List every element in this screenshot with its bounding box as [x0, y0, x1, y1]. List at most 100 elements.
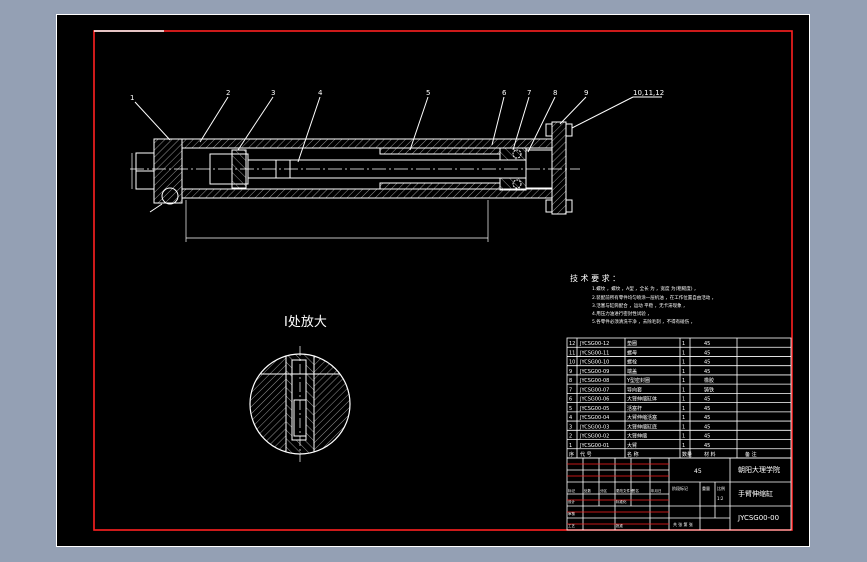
bom-cell-qty: 1 — [682, 406, 685, 412]
cylinder-assembly — [130, 96, 662, 242]
bom-cell-no: 3 — [569, 424, 572, 430]
bom-cell-no: 12 — [569, 341, 575, 347]
bom-cell-no: 8 — [569, 378, 572, 384]
std-label: 标准化 — [616, 499, 627, 504]
bom-cell-qty: 1 — [682, 387, 685, 393]
bom-header-no: 序 — [569, 451, 574, 458]
bom-cell-code: JYCSG00-10 — [579, 360, 609, 366]
role-process: 工艺 — [568, 523, 576, 528]
tech-line-3: 3.活塞与缸筒配合 ，运动 平稳 ，无卡滞现象 ， — [592, 302, 688, 309]
technical-requirements: 技 术 要 求 ： 1.螺纹 ，螺纹 ，A型 ，全长 为 ，宽度 为(粗糙度) … — [570, 273, 716, 325]
bom-cell-qty: 1 — [682, 378, 685, 384]
sign-signature: 签名 — [632, 488, 639, 493]
bom-cell-name: 垫圈 — [627, 340, 637, 347]
bom-cell-code: JYCSG00-01 — [579, 443, 609, 449]
bom-cell-code: JYCSG00-07 — [579, 387, 609, 393]
bom-cell-qty: 1 — [682, 397, 685, 403]
bom-cell-no: 1 — [569, 443, 572, 449]
role-review: 审核 — [568, 511, 576, 516]
bom-cell-code: JYCSG00-02 — [579, 434, 609, 440]
bom-cell-no: 6 — [569, 397, 572, 403]
bom-cell-code: JYCSG00-08 — [579, 378, 609, 384]
bom-cell-mat: 45 — [704, 434, 710, 440]
bom-cell-mat: 45 — [704, 341, 710, 347]
bom-cell-qty: 1 — [682, 350, 685, 356]
bom-cell-qty: 1 — [682, 415, 685, 421]
bom-cell-mat: 45 — [704, 369, 710, 375]
balloon-8: 8 — [553, 89, 557, 97]
bom-cell-name: 螺栓 — [627, 359, 637, 366]
bom-cell-code: JYCSG00-05 — [579, 406, 609, 412]
balloon-9: 9 — [584, 89, 588, 97]
sign-date: 年月日 — [651, 488, 662, 493]
bom-cell-qty: 1 — [682, 443, 685, 449]
bom-cell-qty: 1 — [682, 360, 685, 366]
approve-label: 批准 — [616, 523, 624, 528]
balloon-5: 5 — [426, 89, 430, 97]
title-block — [566, 457, 792, 531]
bom-cell-name: 导向套 — [627, 386, 642, 393]
weight-label: 重量 — [702, 485, 710, 491]
bom-cell-mat: 铸铁 — [704, 386, 714, 393]
bom-cell-name: 大臂 — [627, 442, 637, 449]
stage-label: 阶段标记 — [672, 485, 688, 491]
bom-cell-no: 9 — [569, 369, 572, 375]
scale-label: 比例 — [717, 485, 725, 491]
bom-cell-code: JYCSG00-12 — [579, 341, 609, 347]
tech-line-5: 5.各零件必须清洗干净 ，去除毛刺 ，不得有碰伤 ， — [592, 318, 695, 325]
bom-header-qty: 数量 — [682, 451, 692, 458]
tech-title: 技 术 要 求 ： — [570, 273, 620, 283]
bom-cell-name: 大臂伸缩 — [627, 433, 647, 440]
bom-cell-name: 活塞杆 — [627, 405, 642, 412]
bom-cell-code: JYCSG00-06 — [579, 397, 609, 403]
balloon-labels: 1 2 3 4 5 6 7 8 9 10,11,12 — [130, 89, 664, 102]
bom-header-code: 代 号 — [580, 451, 592, 458]
sign-count: 处数 — [584, 488, 592, 493]
bom-cell-qty: 1 — [682, 434, 685, 440]
sheet-label: 共 张 第 张 — [673, 521, 693, 527]
bom-cell-qty: 1 — [682, 341, 685, 347]
drawing-number: JYCSG00-00 — [737, 514, 779, 522]
bom-cell-name: 大臂伸缩活塞 — [627, 414, 657, 421]
bom-cell-name: 螺母 — [627, 349, 637, 356]
tech-line-2: 2.装配前所有零件均匀喷涂一层机油 ，在工作位置自由活动 ， — [592, 294, 716, 301]
balloon-4: 4 — [318, 89, 323, 97]
bom-cell-mat: 45 — [704, 350, 710, 356]
title-block-redlines — [567, 463, 669, 525]
bom-cell-mat: 45 — [704, 424, 710, 430]
sign-mark: 标记 — [568, 488, 576, 493]
bom-cell-no: 2 — [569, 434, 572, 440]
bom-cell-mat: 45 — [704, 360, 710, 366]
tech-line-4: 4.用压力油进行密封性试验 ， — [592, 310, 652, 317]
bom-cell-name: 大臂伸缩缸底 — [627, 423, 657, 430]
sign-file: 更改文件号 — [616, 488, 634, 493]
bom-cell-mat: 45 — [704, 443, 710, 449]
bom-cell-qty: 1 — [682, 424, 685, 430]
balloon-2: 2 — [226, 89, 230, 97]
balloon-10-11-12: 10,11,12 — [633, 89, 664, 97]
bom-header-mat: 材 料 — [704, 451, 716, 458]
detail-title: I处放大 — [284, 315, 327, 330]
drawing-frame — [93, 30, 793, 531]
bom-cell-mat: 45 — [704, 406, 710, 412]
bom-cell-mat: 橡胶 — [704, 377, 714, 384]
bom-cell-no: 4 — [569, 415, 572, 421]
balloon-3: 3 — [271, 89, 275, 97]
scale-value: 1:2 — [717, 496, 724, 501]
part-name: 手臂伸缩缸 — [738, 489, 773, 498]
bom-cell-no: 11 — [569, 350, 575, 356]
bom-cell-name: 端盖 — [627, 368, 637, 375]
detail-view — [249, 346, 351, 462]
bom-cell-qty: 1 — [682, 369, 685, 375]
bom-cell-no: 7 — [569, 387, 572, 393]
tech-line-1: 1.螺纹 ，螺纹 ，A型 ，全长 为 ，宽度 为(粗糙度) ， — [592, 285, 698, 292]
balloon-6: 6 — [502, 89, 507, 97]
material-value: 45 — [694, 468, 702, 475]
bom-cell-code: JYCSG00-09 — [579, 369, 609, 375]
bom-cell-code: JYCSG00-03 — [579, 424, 609, 430]
bom-header-name: 名 称 — [627, 451, 639, 458]
bom-cell-code: JYCSG00-04 — [579, 415, 609, 421]
balloon-1: 1 — [130, 94, 134, 102]
